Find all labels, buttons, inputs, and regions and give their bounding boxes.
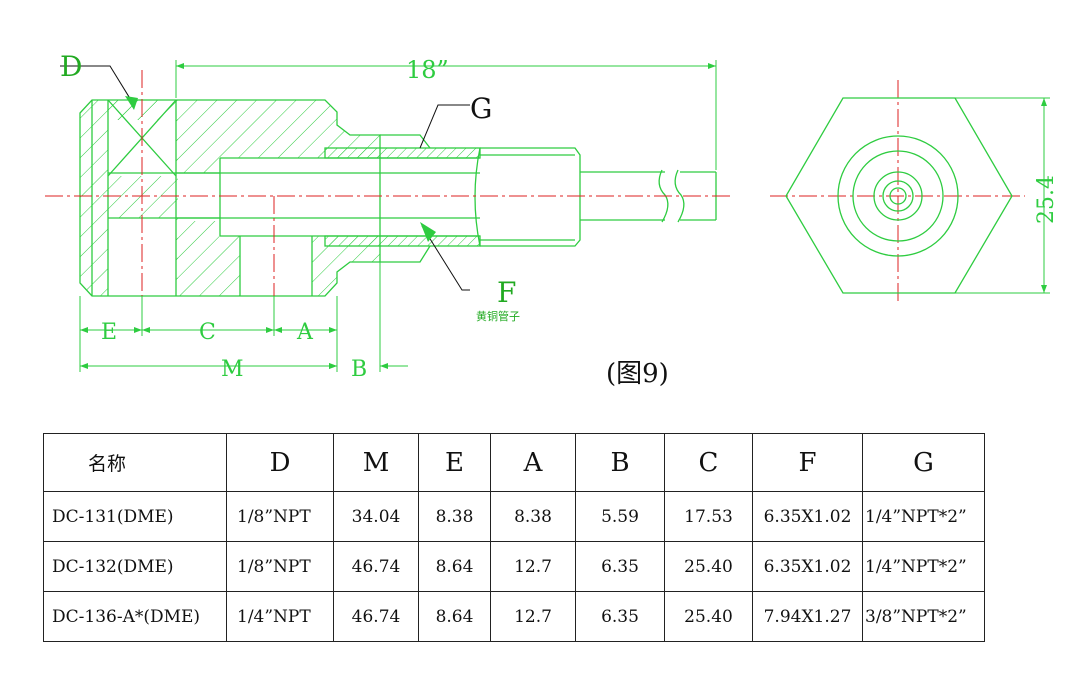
label-f-note: 黄铜管子 — [476, 309, 520, 323]
table-row: DC-136-A*(DME) 1/4”NPT 46.74 8.64 12.7 6… — [43, 591, 985, 642]
label-length: 18” — [406, 56, 449, 84]
header-d: D — [226, 433, 334, 492]
dimensions — [79, 60, 1050, 372]
cell-a: 12.7 — [490, 541, 576, 592]
f-arrowhead — [420, 222, 436, 242]
cell-f: 7.94X1.27 — [752, 591, 863, 642]
label-c: C — [199, 320, 216, 345]
cell-b: 6.35 — [575, 591, 665, 642]
cell-name: DC-131(DME) — [43, 491, 227, 542]
header-b: B — [575, 433, 665, 492]
label-m: M — [221, 357, 244, 382]
cell-c: 25.40 — [664, 591, 753, 642]
label-b: B — [351, 357, 367, 382]
cell-d: 1/8”NPT — [226, 491, 334, 542]
label-a: A — [296, 320, 314, 345]
label-d: D — [60, 50, 82, 83]
spec-table: 名称 D M E A B C F G DC-131(DME) 1/8”NPT 3… — [43, 433, 985, 642]
table-header-row: 名称 D M E A B C F G — [43, 433, 985, 492]
header-f: F — [752, 433, 863, 492]
cell-b: 5.59 — [575, 491, 665, 542]
cell-e: 8.64 — [418, 591, 491, 642]
header-c: C — [664, 433, 753, 492]
cell-f: 6.35X1.02 — [752, 541, 863, 592]
side-view — [79, 99, 717, 297]
label-e: E — [101, 320, 117, 345]
cell-g: 3/8”NPT*2” — [862, 591, 985, 642]
cell-e: 8.64 — [418, 541, 491, 592]
cell-c: 25.40 — [664, 541, 753, 592]
cell-a: 8.38 — [490, 491, 576, 542]
header-e: E — [418, 433, 491, 492]
label-f: F — [497, 276, 516, 309]
cell-g: 1/4”NPT*2” — [862, 491, 985, 542]
d-arrowhead — [125, 96, 138, 110]
labels: D G F 黄铜管子 18” 25.4 E C A M B (图9) — [60, 50, 1059, 389]
cell-b: 6.35 — [575, 541, 665, 592]
cell-e: 8.38 — [418, 491, 491, 542]
label-g: G — [470, 92, 492, 125]
cell-g: 1/4”NPT*2” — [862, 541, 985, 592]
cell-m: 46.74 — [333, 591, 419, 642]
header-g: G — [862, 433, 985, 492]
cell-m: 34.04 — [333, 491, 419, 542]
centerlines — [45, 70, 1025, 330]
cell-f: 6.35X1.02 — [752, 491, 863, 542]
cell-c: 17.53 — [664, 491, 753, 542]
header-m: M — [333, 433, 419, 492]
header-name: 名称 — [43, 433, 227, 492]
figure-caption: (图9) — [606, 359, 669, 389]
table-row: DC-132(DME) 1/8”NPT 46.74 8.64 12.7 6.35… — [43, 541, 985, 592]
cell-name: DC-132(DME) — [43, 541, 227, 592]
header-a: A — [490, 433, 576, 492]
cell-a: 12.7 — [490, 591, 576, 642]
cell-d: 1/8”NPT — [226, 541, 334, 592]
label-width: 25.4 — [1034, 175, 1059, 224]
table-row: DC-131(DME) 1/8”NPT 34.04 8.38 8.38 5.59… — [43, 491, 985, 542]
cell-m: 46.74 — [333, 541, 419, 592]
cell-name: DC-136-A*(DME) — [43, 591, 227, 642]
leaders — [60, 65, 470, 291]
cell-d: 1/4”NPT — [226, 591, 334, 642]
technical-drawing: D G F 黄铜管子 18” 25.4 E C A M B (图9) — [45, 50, 1059, 389]
